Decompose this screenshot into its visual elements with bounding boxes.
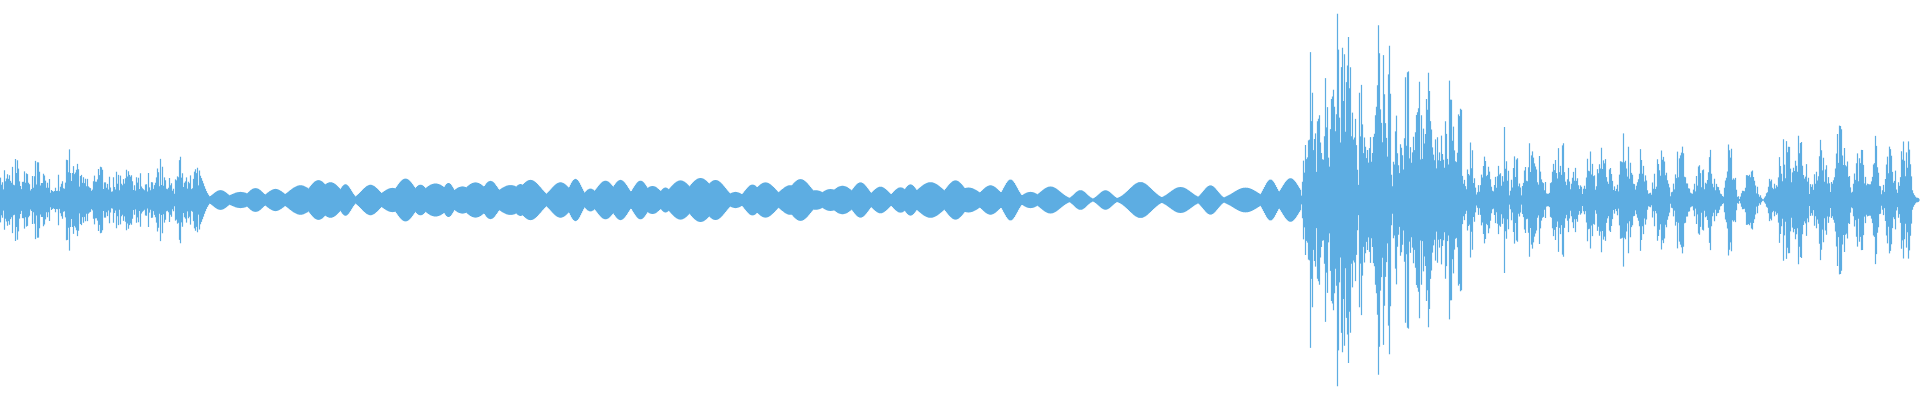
waveform-trace: [0, 13, 1920, 387]
waveform-path-group: [0, 13, 1920, 387]
